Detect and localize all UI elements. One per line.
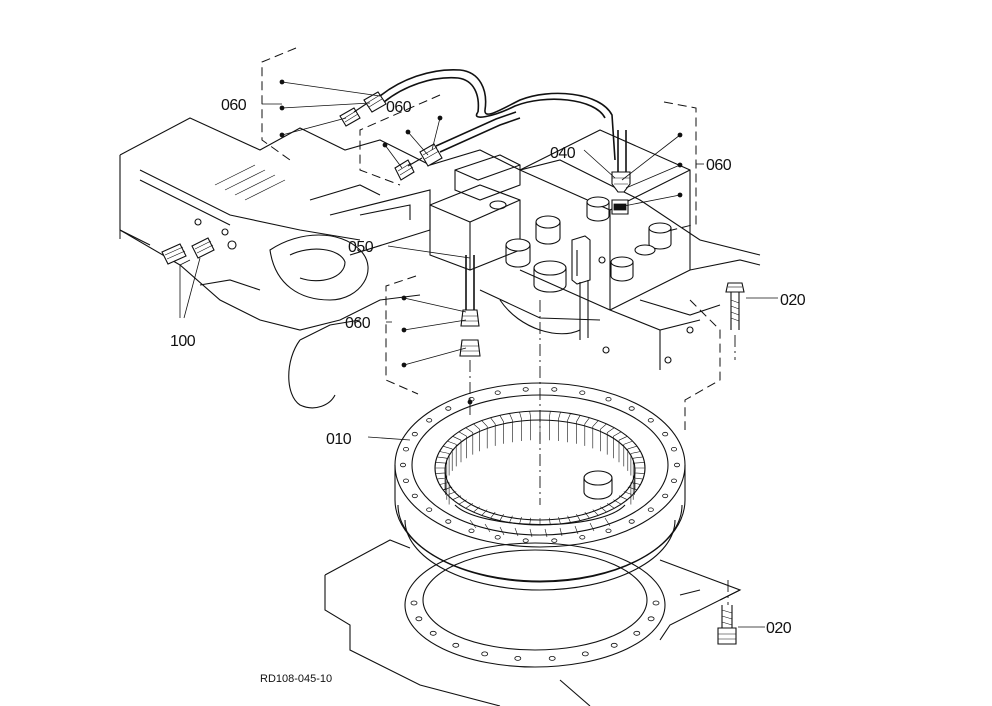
bearing-bolt-hole: [551, 538, 558, 543]
bearing-bolt-hole: [671, 478, 678, 483]
callout-brackets: [119, 47, 721, 430]
hydraulic-hoses: [379, 69, 627, 310]
rotary-joint: [571, 235, 591, 340]
callout-020-lower: 020: [766, 620, 792, 637]
bearing-bolt-hole: [671, 447, 678, 452]
upper-frame: [119, 117, 761, 409]
bearing-bolt-hole: [411, 493, 418, 499]
bearing-bolt-hole: [468, 397, 475, 402]
fitting-060-b: [394, 143, 443, 181]
plate-bosses: [505, 196, 672, 293]
bearing-bolt-hole: [628, 519, 635, 524]
lower-frame: [324, 539, 742, 706]
bearing-bolt-hole: [628, 406, 635, 411]
callout-060-top-center: 060: [386, 99, 412, 116]
bearing-bolt-hole: [605, 528, 612, 533]
bearing-bolt-hole: [399, 462, 406, 468]
swing-bearing: [394, 382, 686, 591]
bearing-bolt-hole: [674, 462, 681, 468]
bearing-bolt-hole: [402, 478, 409, 483]
fitting-060-d: [459, 309, 481, 357]
fitting-100: [161, 237, 215, 265]
callout-020-upper: 020: [780, 292, 806, 309]
bearing-bolt-hole: [494, 535, 501, 540]
frame-bolt-hole: [548, 656, 556, 661]
bearing-bolt-hole: [579, 390, 586, 395]
fitting-040: [611, 171, 631, 215]
bearing-bolt-hole: [426, 418, 433, 423]
bearing-bolt-hole: [426, 507, 433, 512]
frame-bolt-hole: [610, 642, 618, 648]
center-lines: [469, 300, 736, 605]
callout-040: 040: [550, 145, 576, 162]
drawing-reference-code: RD108-045-10: [260, 673, 332, 685]
frame-bolt-hole: [415, 616, 423, 622]
frame-bolt-hole: [633, 630, 641, 636]
callout-050: 050: [348, 239, 374, 256]
bearing-bolt-hole: [579, 535, 586, 540]
bearing-bolt-hole: [522, 387, 529, 392]
callout-100: 100: [170, 333, 196, 350]
hose-fittings: [161, 91, 745, 645]
frame-bolt-hole: [514, 656, 522, 661]
callout-060-top-left: 060: [221, 97, 247, 114]
gear-tooth-lines: [435, 411, 645, 525]
callout-010: 010: [326, 431, 352, 448]
bearing-bolt-hole: [445, 519, 452, 524]
bearing-bolt-hole: [551, 387, 558, 392]
frame-bolt-hole: [647, 616, 655, 622]
bearing-bolt-hole: [494, 390, 501, 395]
bearing-bolt-hole: [647, 418, 654, 423]
bolt-020-b: [717, 605, 737, 645]
bearing-bolt-hole: [647, 507, 654, 512]
frame-bolt-holes: [410, 600, 660, 661]
fitting-060-a: [339, 91, 387, 127]
frame-bolt-hole: [652, 600, 660, 606]
frame-bolt-hole: [581, 651, 589, 657]
bearing-bolt-hole: [522, 538, 529, 543]
callout-labels: 060 060 040 060 050 020 060 100 010 020 …: [170, 97, 806, 685]
frame-bolt-hole: [452, 642, 460, 648]
bearing-bolt-hole: [468, 528, 475, 533]
frame-bolt-hole: [410, 600, 418, 606]
frame-bolt-hole: [481, 651, 489, 657]
frame-bolt-hole: [429, 630, 437, 636]
bearing-bolt-hole: [411, 431, 418, 437]
bearing-bolt-hole: [662, 431, 669, 437]
bearing-bolt-hole: [605, 397, 612, 402]
bolt-020-a: [725, 282, 745, 330]
internal-gear-teeth: [435, 411, 645, 525]
callout-060-right: 060: [706, 157, 732, 174]
bearing-bolt-hole: [445, 406, 452, 411]
bearing-bolt-holes: [399, 387, 681, 543]
leader-lines: [179, 81, 778, 628]
callout-060-lower: 060: [345, 315, 371, 332]
bearing-bolt-hole: [662, 493, 669, 499]
bearing-bolt-hole: [402, 447, 409, 452]
